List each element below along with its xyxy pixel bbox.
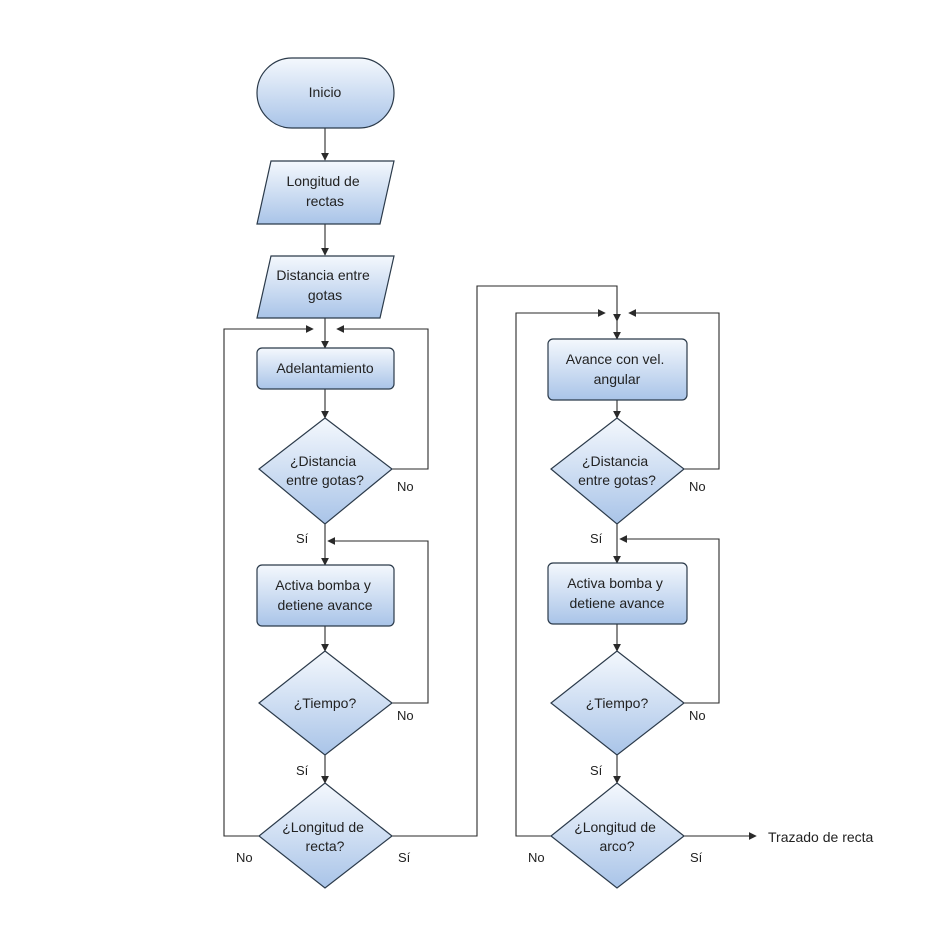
label-yes-qlength-line: Sí [398,850,411,865]
connectors-left [223,128,621,837]
pump-left-line1: Activa bomba y [275,577,371,593]
node-angular-advance: Avance con vel. angular [547,338,688,401]
angular-advance-label: Avance con vel. angular [566,351,668,387]
node-q-time-right: ¿Tiempo? [550,650,685,756]
start-terminal [256,57,395,129]
q-length-arc-line2: arco? [599,838,634,854]
q-distance-left-label: ¿Distancia entre gotas? [286,453,364,488]
q-distance-right-decision [550,417,685,525]
q-length-arc-line1: ¿Longitud de [574,819,656,835]
input-length-shape [256,160,395,225]
q-distance-left-decision [258,417,393,525]
label-no-qlength-line: No [236,850,253,865]
input-length-line1: Longitud de [286,173,359,189]
label-no-qdist-right: No [689,479,706,494]
label-yes-qdist-right: Sí [590,531,603,546]
input-distance-line1: Distancia entre [276,267,370,283]
pump-left-line2: detiene avance [278,597,373,613]
edge-labels: No Sí No Sí No Sí No Sí No Sí No Sí [236,479,706,865]
edge-qlength-yes-to-right [392,285,621,837]
input-distance-shape [256,255,395,319]
label-no-qdist-left: No [397,479,414,494]
node-q-length-arc: ¿Longitud de arco? [550,782,685,889]
label-yes-qtime-right: Sí [590,763,603,778]
q-distance-right-line2: entre gotas? [578,472,656,488]
node-input-length: Longitud de rectas [256,160,395,225]
advance-process [256,347,395,390]
q-time-left-label: ¿Tiempo? [294,695,357,711]
edge-qdist-left-no-loop [336,325,429,470]
q-length-arc-label: ¿Longitud de arco? [574,819,660,854]
pump-right-line2: detiene avance [570,595,665,611]
connectors-right [515,309,757,840]
label-no-qlength-arc: No [528,850,545,865]
node-pump-left: Activa bomba y detiene avance [256,564,395,627]
q-distance-right-label: ¿Distancia entre gotas? [578,453,656,488]
advance-label: Adelantamiento [276,360,374,376]
node-q-length-line: ¿Longitud de recta? [258,782,393,889]
node-pump-right: Activa bomba y detiene avance [547,562,688,625]
edge-qdist-right-no-loop [628,309,720,470]
node-advance: Adelantamiento [256,347,395,390]
pump-left-process [256,564,395,627]
angular-advance-process [547,338,688,401]
q-time-left-decision [258,650,393,756]
label-no-qtime-right: No [689,708,706,723]
q-length-line-line2: recta? [306,838,345,854]
node-q-distance-right: ¿Distancia entre gotas? [550,417,685,525]
q-distance-left-line2: entre gotas? [286,472,364,488]
edge-qarc-no-loop [515,309,606,837]
edge-qtime-left-no-loop [327,537,429,704]
q-length-line-decision [258,782,393,889]
q-distance-right-line1: ¿Distancia [582,453,648,469]
label-yes-qdist-left: Sí [296,531,309,546]
node-input-distance: Distancia entre gotas [256,255,395,319]
edge-qtime-right-no-loop [619,535,720,704]
edge-qlength-no-loop [223,325,314,837]
q-distance-left-line1: ¿Distancia [290,453,356,469]
input-length-label: Longitud de rectas [286,173,363,209]
pump-right-label: Activa bomba y detiene avance [567,575,667,611]
angular-advance-line1: Avance con vel. [566,351,665,367]
input-distance-line2: gotas [308,287,342,303]
pump-right-process [547,562,688,625]
label-yes-qtime-left: Sí [296,763,309,778]
start-label: Inicio [309,84,342,100]
q-length-line-label: ¿Longitud de recta? [282,819,368,854]
node-q-distance-left: ¿Distancia entre gotas? [258,417,393,525]
label-yes-qlength-arc: Sí [690,850,703,865]
node-start: Inicio [256,57,395,129]
node-q-time-left: ¿Tiempo? [258,650,393,756]
angular-advance-line2: angular [594,371,641,387]
q-time-right-decision [550,650,685,756]
q-length-line-line1: ¿Longitud de [282,819,364,835]
q-time-right-label: ¿Tiempo? [586,695,649,711]
pump-right-line1: Activa bomba y [567,575,663,591]
pump-left-label: Activa bomba y detiene avance [275,577,375,613]
output-label: Trazado de recta [768,829,874,845]
q-length-arc-decision [550,782,685,889]
input-length-line2: rectas [306,193,344,209]
label-no-qtime-left: No [397,708,414,723]
input-distance-label: Distancia entre gotas [276,267,373,303]
